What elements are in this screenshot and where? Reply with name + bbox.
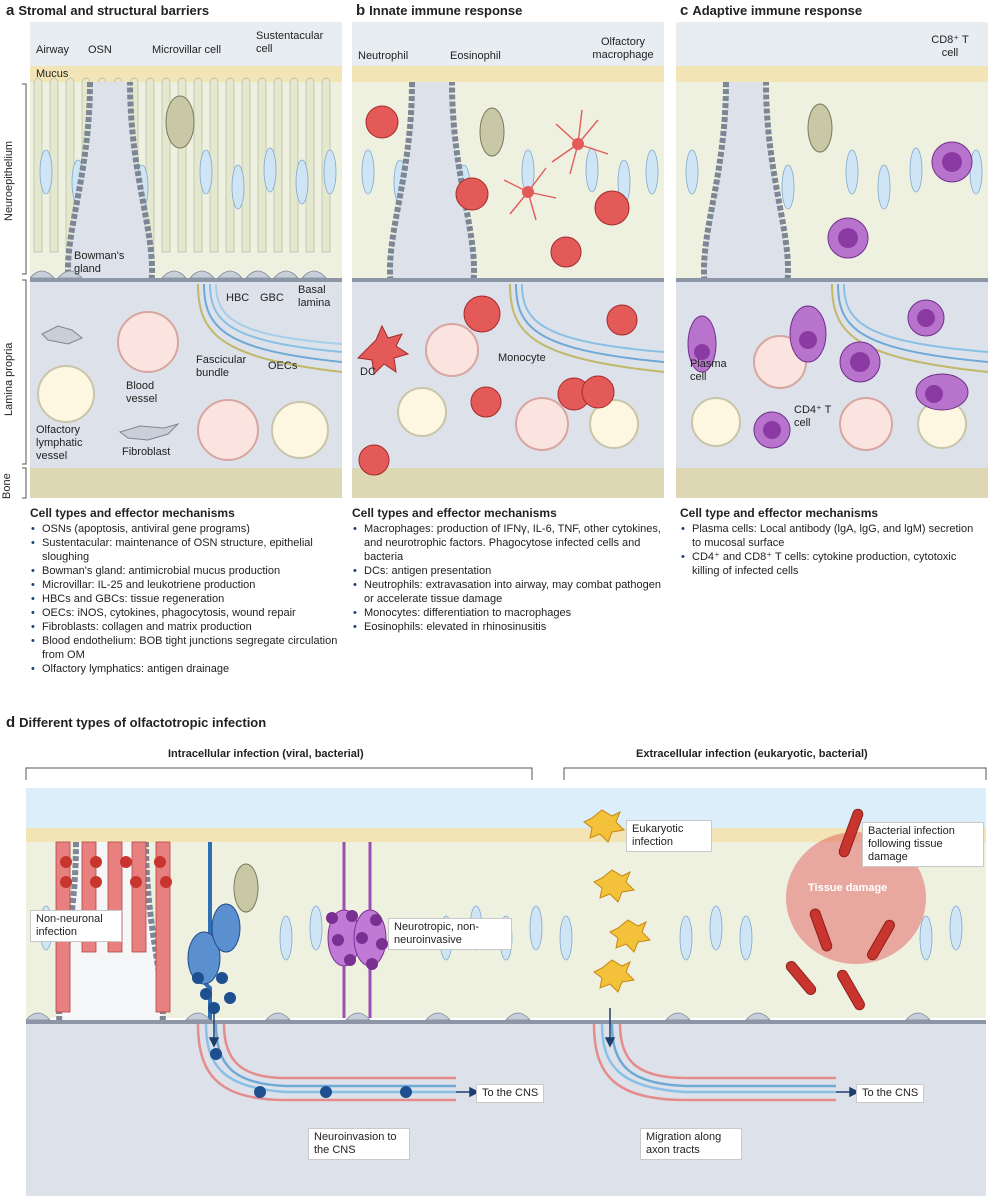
eosinophil-cell bbox=[455, 177, 489, 211]
cd8-label: CD8⁺ T cell bbox=[931, 34, 969, 59]
panel-b-effects-title: Cell types and effector mechanisms bbox=[352, 506, 557, 520]
panel-b-effects: Cell types and effector mechanisms Macro… bbox=[352, 506, 668, 634]
osn-label: OSN bbox=[88, 44, 112, 56]
fibroblast-label: Fibroblast bbox=[122, 446, 171, 458]
effect-item: Bowman's gland: antimicrobial mucus prod… bbox=[31, 564, 342, 578]
lamina-propria-label: Lamina propria bbox=[3, 342, 15, 416]
panel-a-effects-list: OSNs (apoptosis, antiviral gene programs… bbox=[30, 522, 342, 676]
basal-cells-d bbox=[26, 1012, 931, 1021]
panel-b-illustration: Neutrophil Eosinophil Olfactory macropha… bbox=[352, 22, 664, 498]
panel-c-effects-list: Plasma cells: Local antibody (lgA, lgG, … bbox=[680, 522, 980, 578]
neutrophil-cell bbox=[365, 105, 399, 139]
effect-item: Sustentacular: maintenance of OSN struct… bbox=[31, 536, 342, 564]
microvillar-cell-a bbox=[165, 95, 195, 149]
lymphatic-vessel-a bbox=[37, 365, 329, 459]
adaptive-cells bbox=[687, 141, 973, 449]
extracellular-label: Extracellular infection (eukaryotic, bac… bbox=[636, 748, 868, 760]
neurotropic-label: Neurotropic, non-neuroinvasive bbox=[388, 918, 512, 950]
dc-label: DC bbox=[360, 366, 376, 378]
migration-label: Migration along axon tracts bbox=[640, 1128, 742, 1160]
macrophage-label: Olfactory macrophage bbox=[592, 36, 654, 61]
blood-vessel-a bbox=[117, 311, 259, 461]
macrophage-dendrites bbox=[503, 109, 609, 221]
effect-item: OECs: iNOS, cytokines, phagocytosis, wou… bbox=[31, 606, 342, 620]
mucus-label: Mucus bbox=[36, 68, 69, 80]
tissue-damage-label: Tissue damage bbox=[808, 882, 888, 894]
effect-item: Neutrophils: extravasation into airway, … bbox=[353, 578, 668, 606]
tissue-b bbox=[352, 22, 664, 498]
eukaryotic-label: Eukaryotic infection bbox=[626, 820, 712, 852]
effect-item: Macrophages: production of IFNγ, IL-6, T… bbox=[353, 522, 668, 564]
tissue-a bbox=[30, 22, 342, 498]
infected-osn-neuroinvasive bbox=[187, 842, 241, 1038]
lymphatic-label: Olfactory lymphatic vessel bbox=[36, 424, 83, 462]
panel-d-illustration bbox=[26, 788, 986, 1196]
effect-item: Blood endothelium: BOB tight junctions s… bbox=[31, 634, 342, 662]
effect-item: Microvillar: IL-25 and leukotriene produ… bbox=[31, 578, 342, 592]
effect-item: Olfactory lymphatics: antigen drainage bbox=[31, 662, 342, 676]
effect-item: OSNs (apoptosis, antiviral gene programs… bbox=[31, 522, 342, 536]
basal-cells-a bbox=[30, 270, 327, 279]
gbc-label: GBC bbox=[260, 292, 284, 304]
oecs-label: OECs bbox=[268, 360, 298, 372]
fascicular-label: Fascicular bundle bbox=[196, 354, 247, 379]
panel-a-illustration: Airway Mucus OSN Microvillar cell Susten… bbox=[30, 22, 342, 498]
innate-cells bbox=[356, 105, 638, 476]
effect-item: Eosinophils: elevated in rhinosinusitis bbox=[353, 620, 668, 634]
panel-a-effects-title: Cell types and effector mechanisms bbox=[30, 506, 235, 520]
panel-b-effects-list: Macrophages: production of IFNγ, IL-6, T… bbox=[352, 522, 668, 634]
tissue-c bbox=[676, 22, 988, 498]
neutrophil-label: Neutrophil bbox=[358, 50, 409, 62]
monocyte-label: Monocyte bbox=[498, 352, 546, 364]
plasma-label: Plasma cell bbox=[690, 358, 727, 383]
panel-d-brackets bbox=[25, 767, 987, 780]
bacterial-label: Bacterial infection following tissue dam… bbox=[862, 822, 984, 867]
panel-c-illustration: CD8⁺ T cell Plasma cell CD4⁺ T cell bbox=[676, 22, 988, 498]
panel-a-effects: Cell types and effector mechanisms OSNs … bbox=[30, 506, 342, 676]
monocyte-cell bbox=[463, 295, 501, 333]
fibroblast-a bbox=[118, 422, 180, 441]
bone-label: Bone bbox=[1, 473, 13, 499]
effect-item: CD4⁺ and CD8⁺ T cells: cytokine producti… bbox=[681, 550, 980, 578]
panel-c-effects-title: Cell type and effector mechanisms bbox=[680, 506, 879, 520]
effect-item: Monocytes: differentiation to macrophage… bbox=[353, 606, 668, 620]
microvillar-label: Microvillar cell bbox=[152, 44, 222, 56]
basal-lamina-label: Basal lamina bbox=[298, 284, 331, 309]
sustentacular-label: Sustentacular cell bbox=[256, 30, 324, 55]
effect-item: Plasma cells: Local antibody (lgA, lgG, … bbox=[681, 522, 980, 550]
eosinophil-label: Eosinophil bbox=[450, 50, 501, 62]
blood-vessel-label: Blood vessel bbox=[126, 380, 158, 405]
effect-item: Fibroblasts: collagen and matrix product… bbox=[31, 620, 342, 634]
fascicular-bundle-a bbox=[197, 283, 342, 373]
effect-item: DCs: antigen presentation bbox=[353, 564, 668, 578]
cd4-label: CD4⁺ T cell bbox=[794, 404, 832, 429]
to-cns-label-2: To the CNS bbox=[856, 1084, 925, 1103]
airway-label: Airway bbox=[36, 44, 70, 56]
neuroinvasion-label: Neuroinvasion to the CNS bbox=[308, 1128, 410, 1160]
to-cns-label-1: To the CNS bbox=[476, 1084, 545, 1103]
intracellular-label: Intracellular infection (viral, bacteria… bbox=[168, 748, 364, 760]
neuroepithelium-label: Neuroepithelium bbox=[3, 140, 15, 221]
layer-brackets bbox=[22, 83, 27, 499]
non-neuronal-label: Non-neuronal infection bbox=[30, 910, 122, 942]
bowmans-label: Bowman's gland bbox=[74, 250, 125, 275]
effect-item: HBCs and GBCs: tissue regeneration bbox=[31, 592, 342, 606]
hbc-label: HBC bbox=[226, 292, 250, 304]
panel-c-effects: Cell type and effector mechanisms Plasma… bbox=[680, 506, 980, 578]
dc-cell bbox=[356, 324, 410, 376]
bowmans-gland-a bbox=[64, 81, 156, 333]
